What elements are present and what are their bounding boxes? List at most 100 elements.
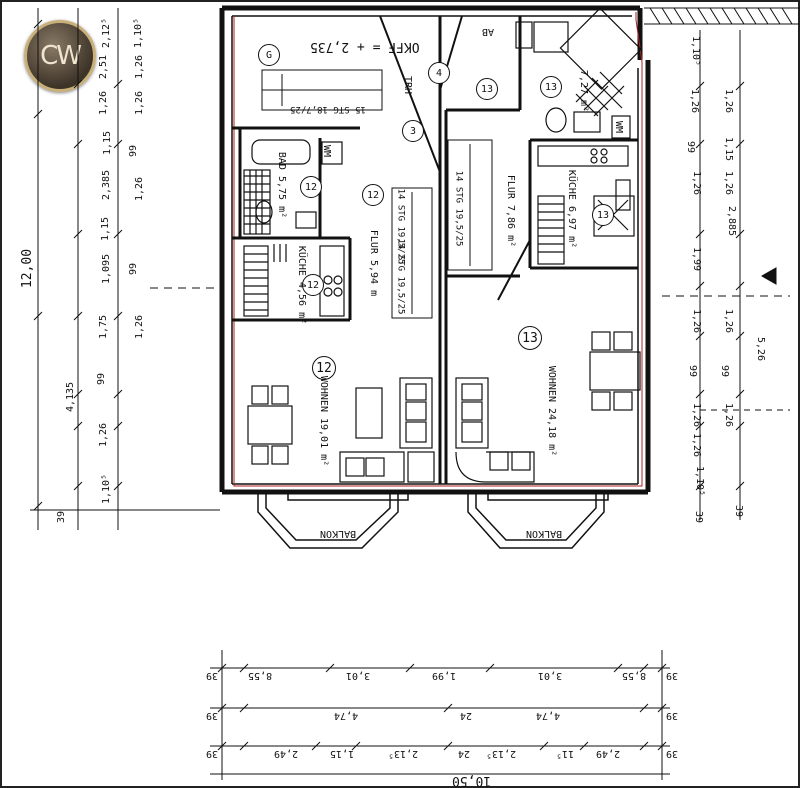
- overall-height-label: 12,00: [20, 248, 36, 289]
- left-dim-3: 1,26: [98, 422, 110, 448]
- right-dim-5: 1,26: [691, 170, 703, 196]
- room-number-right-hall: 13: [476, 78, 498, 100]
- left-hall-name: FLUR: [368, 229, 380, 254]
- room-number-left-hall: 12: [362, 184, 384, 206]
- left-dim-4: 99: [96, 372, 108, 386]
- balconies: [257, 491, 609, 549]
- bottom-dim-r1-1: 39: [206, 670, 219, 681]
- left-dim-7: 1,26: [134, 314, 146, 340]
- bottom-dim-r1-2: 8,55: [248, 670, 273, 681]
- right-living-name: WOHNEN: [546, 365, 558, 402]
- room-label-right-bath: 7,27 m²: [578, 70, 589, 112]
- right-dim-12: 1,26: [723, 308, 735, 334]
- stair-mid: [447, 139, 493, 271]
- balkon-label-left: BALKON: [320, 528, 357, 539]
- trh-label: TRH: [402, 75, 414, 95]
- left-dim-15: 1,15: [102, 130, 114, 156]
- right-dim-11: 1,26: [691, 308, 703, 334]
- right-living-furniture: [455, 331, 641, 483]
- bottom-dim-r2-1: 39: [206, 710, 219, 721]
- left-bath-fixtures: [243, 139, 343, 235]
- right-dim-10: 99: [687, 364, 699, 378]
- overall-width-label: 10,50: [452, 773, 492, 788]
- right-dim-4: 99: [685, 140, 697, 154]
- bottom-dimension-lines: [210, 650, 670, 780]
- right-dim-20: 39: [733, 504, 745, 518]
- top-right-hatch: [644, 7, 800, 25]
- right-bath-fixtures: [515, 7, 642, 139]
- room-number-right-bath: 13: [540, 76, 562, 98]
- left-dim-10: 1,26: [134, 176, 146, 202]
- left-living-name: WOHNEN: [318, 375, 330, 412]
- bottom-dim-r3-9: 39: [666, 748, 679, 759]
- bottom-dim-r3-3: 1,15: [330, 748, 355, 759]
- right-kitchen-fixtures: [537, 145, 635, 265]
- stair-left: [391, 187, 433, 319]
- bottom-dim-r3-2: 2,49: [274, 748, 299, 759]
- right-dim-14: 1,26: [691, 402, 703, 428]
- right-dim-8: 2,885: [726, 205, 738, 237]
- logo-text: CW: [40, 41, 82, 71]
- right-hall-area: 7,86 m²: [505, 204, 517, 248]
- right-dim-19: 39: [693, 510, 705, 524]
- stair-top: [261, 69, 383, 111]
- wm-label-left: WM: [321, 144, 333, 158]
- okff-label: OKFF = + 2,735: [310, 39, 420, 54]
- bottom-dim-r3-4: 2,13⁵: [388, 748, 419, 759]
- right-dim-15: 99: [719, 364, 731, 378]
- left-dimension-lines: [30, 8, 222, 530]
- right-living-area: 24,18 m²: [546, 407, 558, 457]
- room-label-left-living: WOHNEN 19,01 m²: [318, 375, 330, 466]
- circle-label-g: G: [258, 44, 280, 66]
- right-hall-name: FLUR: [505, 174, 517, 199]
- right-dim-17: 1,26: [691, 432, 703, 458]
- logo-badge: CW: [24, 20, 96, 92]
- room-number-left-living: 12: [312, 356, 336, 380]
- wm-label-right: WM: [613, 120, 625, 134]
- right-dim-7: 1,99: [691, 246, 703, 272]
- room-label-right-living: WOHNEN 24,18 m²: [546, 365, 558, 457]
- bottom-dim-r3-8: 2,49: [596, 748, 621, 759]
- right-dim-3: 1,26: [723, 88, 735, 114]
- right-kitchen-name: KÜCHE: [566, 169, 578, 200]
- right-dim-18: 1,10⁵: [694, 465, 706, 497]
- left-kitchen-name: KÜCHE: [296, 245, 308, 276]
- left-dim-18: 1,26: [134, 54, 146, 80]
- left-hall-area: 5,94 m: [368, 260, 380, 297]
- right-dim-13: 5,26: [755, 336, 767, 362]
- left-dim-2: 1,10⁵: [101, 473, 113, 505]
- right-dim-9: 1,26: [723, 170, 735, 196]
- left-dim-8: 99: [128, 262, 140, 276]
- bottom-dim-r2-2: 4,74: [334, 710, 359, 721]
- right-dim-16: 1,26: [723, 402, 735, 428]
- bottom-dim-r1-5: 3,01: [538, 670, 563, 681]
- balkon-label-right: BALKON: [526, 528, 563, 539]
- left-dim-16: 1,26: [98, 90, 110, 116]
- room-label-left-kitchen: KÜCHE 4,56 m²: [296, 245, 308, 324]
- bottom-dim-r2-3: 24: [460, 710, 473, 721]
- stair-left-label-2: 14 STG 19,5/25: [395, 188, 406, 265]
- left-dim-20: 2,12⁵: [101, 17, 113, 49]
- circle-label-3: 3: [402, 120, 424, 142]
- bottom-dim-r3-7: 11⁵: [556, 748, 575, 759]
- bottom-dim-r2-4: 4,74: [536, 710, 561, 721]
- left-bath-area: 5,75 m²: [276, 175, 288, 219]
- left-dim-13: 99: [128, 144, 140, 158]
- left-dim-6: 1,75: [98, 314, 110, 340]
- room-label-right-hall: FLUR 7,86 m²: [505, 174, 517, 248]
- left-dim-5: 4,135: [65, 381, 77, 413]
- bottom-dim-r1-3: 3,01: [346, 670, 371, 681]
- stair-top-label: 15 STG 18,7/25: [290, 104, 366, 114]
- room-number-right-living: 13: [518, 326, 542, 350]
- bottom-dim-r1-6: 8,55: [622, 670, 647, 681]
- circle-label-4: 4: [428, 62, 450, 84]
- bottom-dim-r3-5: 24: [458, 748, 471, 759]
- red-outline: [233, 12, 643, 487]
- room-label-left-bath: BAD 5,75 m²: [276, 152, 288, 219]
- interior-walls: [232, 16, 638, 484]
- right-dim-2: 1,26: [689, 88, 701, 114]
- left-dim-9: 1,095: [101, 253, 113, 285]
- right-dim-6: 1,15: [723, 136, 735, 162]
